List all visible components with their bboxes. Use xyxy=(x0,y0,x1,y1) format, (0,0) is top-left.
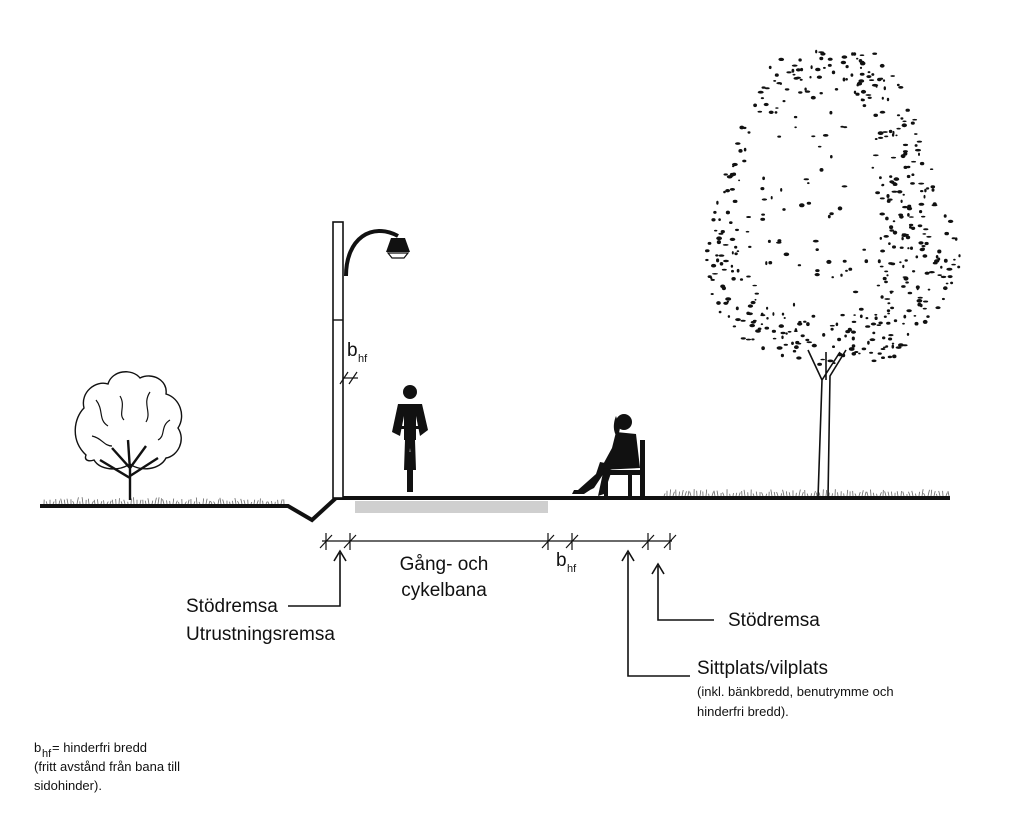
label-sittplats-note-2: hinderfri bredd). xyxy=(697,704,789,719)
grass-right xyxy=(663,489,950,497)
path-surface xyxy=(355,501,548,513)
label-utrustningsremsa: Utrustningsremsa xyxy=(186,624,335,645)
leader-sittplats xyxy=(621,549,690,677)
svg-text:b: b xyxy=(347,340,358,361)
svg-text:b: b xyxy=(556,550,567,571)
bhf-top-label: b hf xyxy=(347,340,368,365)
svg-text:= hinderfri bredd: = hinderfri bredd xyxy=(52,740,147,755)
label-sittplats: Sittplats/vilplats xyxy=(697,658,828,679)
svg-text:cykelbana: cykelbana xyxy=(401,580,487,601)
svg-text:hf: hf xyxy=(567,563,577,575)
svg-text:b: b xyxy=(34,740,41,755)
svg-text:sidohinder).: sidohinder). xyxy=(34,778,102,793)
leader-stodremsa-right xyxy=(651,562,714,621)
bhf-top-dimension xyxy=(339,371,358,385)
ground-line xyxy=(40,496,950,523)
svg-text:Gång- och: Gång- och xyxy=(400,554,489,575)
bhf-mid-label: b hf xyxy=(556,550,577,575)
tree-icon xyxy=(705,49,961,499)
bush-icon xyxy=(74,371,183,500)
svg-text:hf: hf xyxy=(42,748,52,760)
grass-left xyxy=(43,497,285,505)
legend: b hf = hinderfri bredd (fritt avstånd fr… xyxy=(34,740,180,793)
leader-stodremsa-left xyxy=(288,549,347,607)
path-label: Gång- och cykelbana xyxy=(400,554,489,601)
label-sittplats-note-1: (inkl. bänkbredd, benutrymme och xyxy=(697,684,894,699)
seated-person-icon xyxy=(572,414,640,496)
dimension-line xyxy=(319,533,677,550)
label-stodremsa-right: Stödremsa xyxy=(728,610,820,631)
cyclist-icon xyxy=(392,385,428,492)
lamp-post-icon xyxy=(332,221,410,499)
label-stodremsa-left: Stödremsa xyxy=(186,596,278,617)
svg-text:(fritt avstånd från bana till: (fritt avstånd från bana till xyxy=(34,759,180,774)
svg-text:hf: hf xyxy=(358,353,368,365)
